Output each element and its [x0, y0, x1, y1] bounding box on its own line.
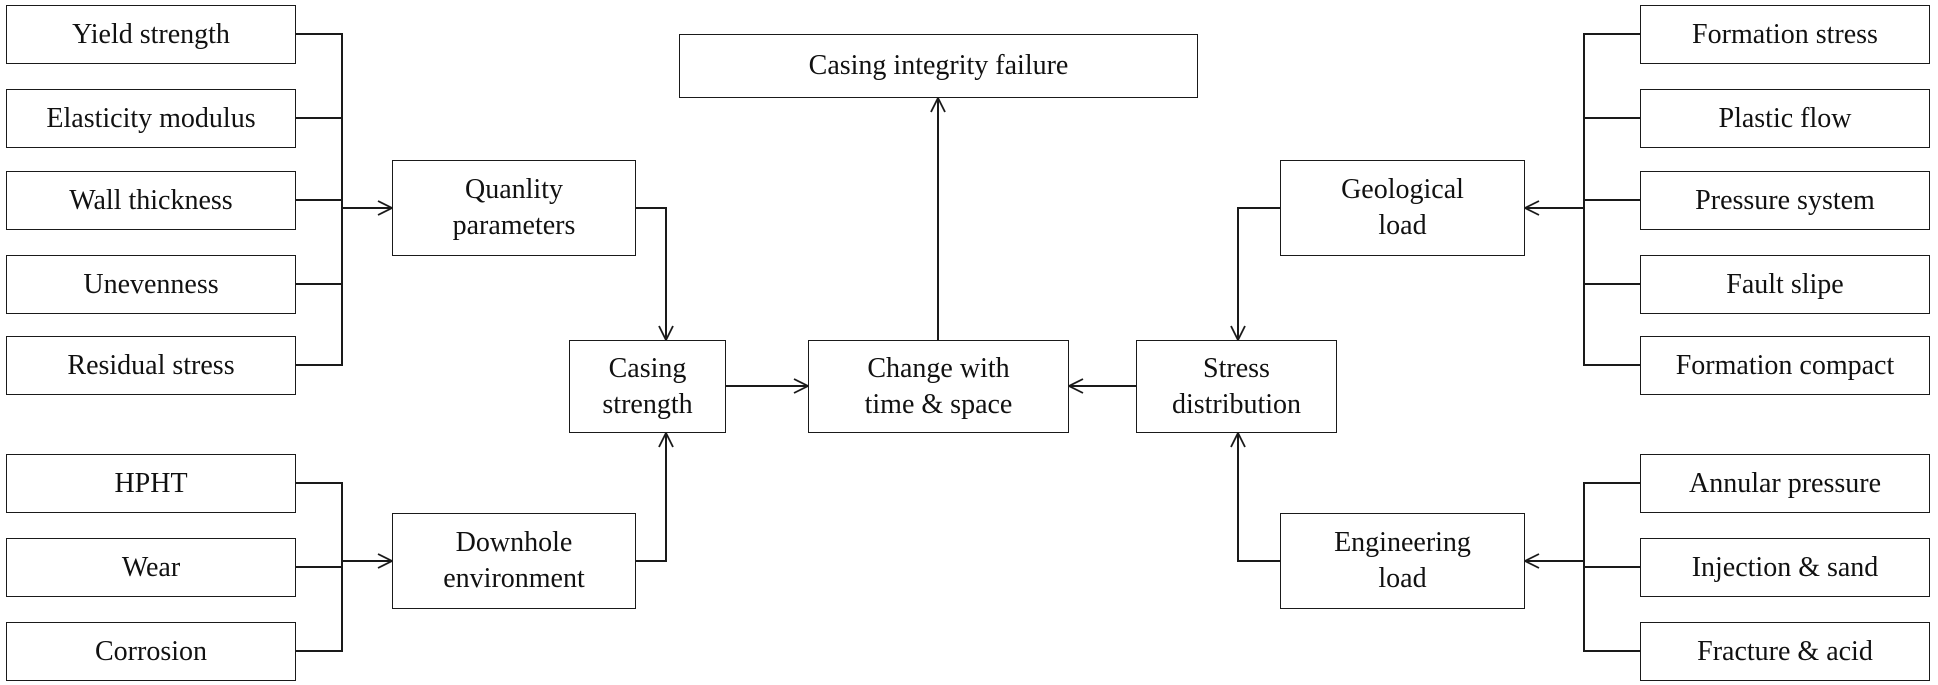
parameters-to-casing-arrow — [636, 207, 666, 340]
unevenness-box: Unevenness — [6, 255, 296, 314]
wear-box: Wear — [6, 538, 296, 597]
wall-thickness-box: Wall thickness — [6, 171, 296, 230]
yield-strength-box: Yield strength — [6, 5, 296, 64]
geological-load-box: Geological load — [1280, 160, 1525, 256]
residual-stress-box: Residual stress — [6, 336, 296, 395]
fracture-acid-box: Fracture & acid — [1640, 622, 1930, 681]
downhole-environment-box: Downhole environment — [392, 513, 636, 609]
elasticity-modulus-box: Elasticity modulus — [6, 89, 296, 148]
fault-slipe-box: Fault slipe — [1640, 255, 1930, 314]
quality-parameters-box: Quanlity parameters — [392, 160, 636, 256]
downhole-to-casing-arrow — [636, 433, 666, 562]
formation-stress-box: Formation stress — [1640, 5, 1930, 64]
stress-distribution-box: Stress distribution — [1136, 340, 1337, 433]
casing-integrity-failure-box: Casing integrity failure — [679, 34, 1198, 98]
corrosion-box: Corrosion — [6, 622, 296, 681]
hpht-box: HPHT — [6, 454, 296, 513]
annular-pressure-box: Annular pressure — [1640, 454, 1930, 513]
geological-to-stress-arrow — [1238, 207, 1280, 340]
injection-sand-box: Injection & sand — [1640, 538, 1930, 597]
casing-strength-box: Casing strength — [569, 340, 726, 433]
plastic-flow-box: Plastic flow — [1640, 89, 1930, 148]
change-with-time-space-box: Change with time & space — [808, 340, 1069, 433]
formation-compact-box: Formation compact — [1640, 336, 1930, 395]
pressure-system-box: Pressure system — [1640, 171, 1930, 230]
engineering-to-stress-arrow — [1238, 433, 1280, 562]
engineering-load-box: Engineering load — [1280, 513, 1525, 609]
